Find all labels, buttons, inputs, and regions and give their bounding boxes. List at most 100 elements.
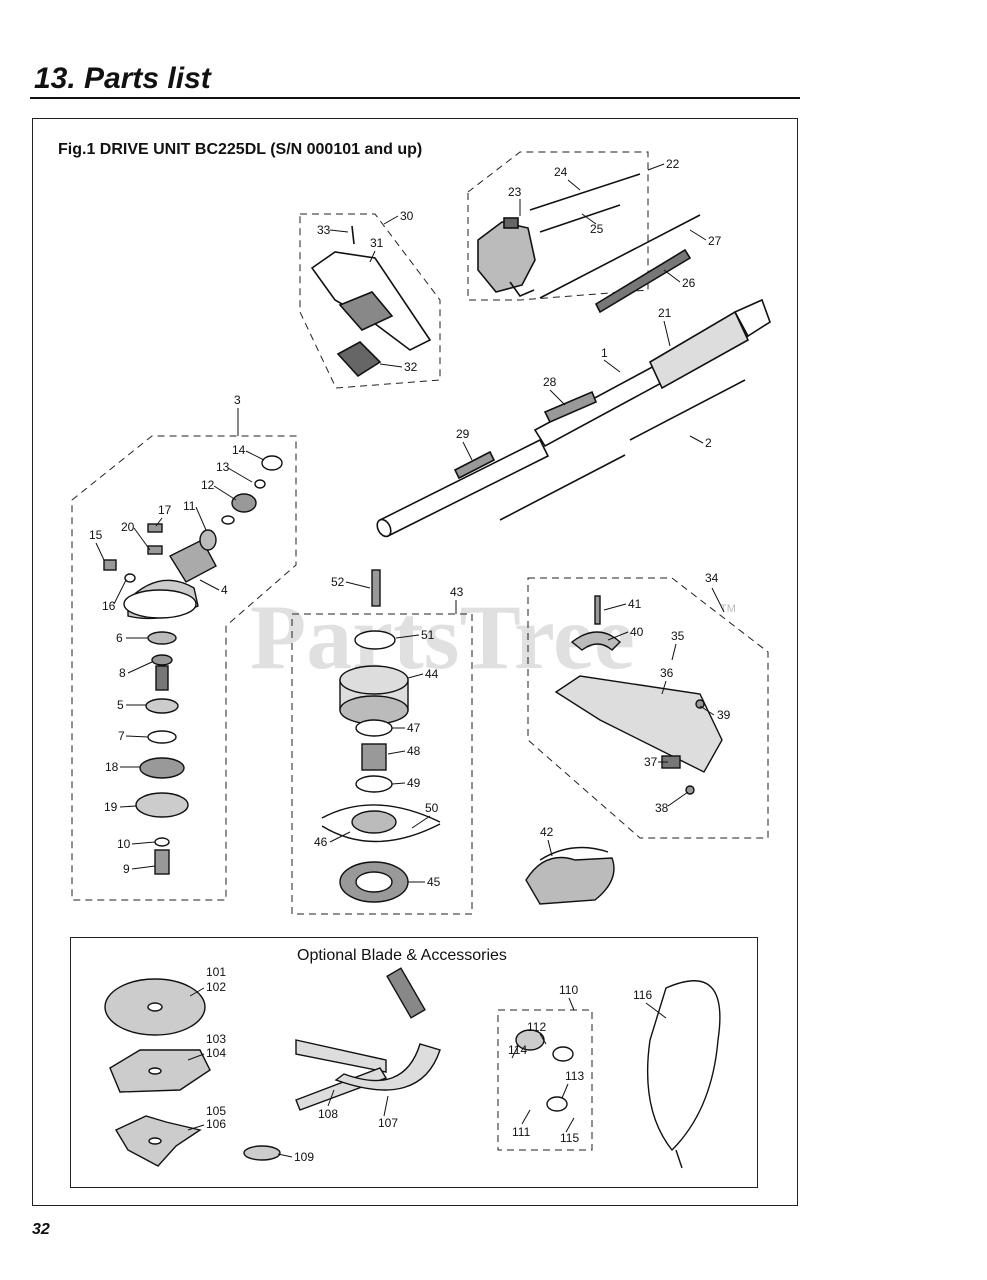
callout-43: 43 [450,585,464,599]
callout-12: 12 [201,478,215,492]
callout-34: 34 [705,571,719,585]
loop-handle [310,225,432,378]
drive-shaft-upper [629,379,746,441]
callout-14: 14 [232,443,246,457]
callout-101: 101 [206,965,226,979]
callout-27: 27 [708,234,722,248]
callout-102: 102 [206,980,226,994]
callout-51: 51 [421,628,435,642]
cable-24 [529,173,641,211]
throttle-lever [477,217,536,297]
cable-27 [539,214,701,299]
callout-104: 104 [206,1046,226,1060]
callout-24: 24 [554,165,568,179]
callout-20: 20 [121,520,135,534]
callout-25: 25 [590,222,604,236]
callout-114: 114 [508,1043,527,1057]
callout-45: 45 [427,875,441,889]
callout-106: 106 [206,1117,226,1131]
callout-107: 107 [378,1116,398,1130]
callout-29: 29 [456,427,470,441]
callout-3: 3 [234,393,241,407]
callout-31: 31 [370,236,384,250]
callout-37: 37 [644,755,658,769]
callout-19: 19 [104,800,118,814]
lower-pipe [378,438,550,538]
callout-50: 50 [425,801,439,815]
guard-group [525,595,723,905]
callout-35: 35 [671,629,685,643]
adapter-group-outline [497,1009,593,1151]
callout-22: 22 [666,157,680,171]
callout-48: 48 [407,744,421,758]
guard-group-outline [527,577,769,839]
callout-113: 113 [565,1069,584,1083]
page-number: 32 [32,1221,50,1238]
callout-49: 49 [407,776,421,790]
callout-38: 38 [655,801,669,815]
callout-33: 33 [317,223,331,237]
callout-9: 9 [123,862,130,876]
handle-group-outline [299,213,441,389]
callout-1: 1 [601,346,608,360]
page-title: 13. Parts list [34,62,211,95]
callout-39: 39 [717,708,731,722]
callout-44: 44 [425,667,439,681]
callout-5: 5 [117,698,124,712]
callout-110: 110 [559,983,578,997]
callout-21: 21 [658,306,672,320]
grip [648,310,750,390]
watermark: PartsTree [250,586,635,688]
throttle-group-outline [467,151,649,301]
callout-10: 10 [117,837,131,851]
gear-case-group-outline [71,435,297,901]
callout-8: 8 [119,666,126,680]
callout-116: 116 [633,988,652,1002]
callout-23: 23 [508,185,522,199]
callout-47: 47 [407,721,421,735]
callout-46: 46 [314,835,328,849]
clamp-29 [453,450,496,480]
shaft-assembly [376,173,771,538]
callout-32: 32 [404,360,418,374]
callout-42: 42 [540,825,554,839]
accessories-drawings [104,967,721,1169]
callout-40: 40 [630,625,644,639]
lower-pipe-end [376,518,392,538]
grip-end [733,298,771,338]
title-rule [30,97,800,99]
callout-108: 108 [318,1107,338,1121]
callout-30: 30 [400,209,414,223]
callout-18: 18 [105,760,119,774]
callout-41: 41 [628,597,642,611]
gear-case-stack [103,455,283,875]
callout-7: 7 [118,729,125,743]
callout-52: 52 [331,575,345,589]
nylon-head-stack [321,569,441,903]
callout-103: 103 [206,1032,226,1046]
callout-109: 109 [294,1150,314,1164]
cable-25 [539,204,621,233]
callout-6: 6 [116,631,123,645]
callout-28: 28 [543,375,557,389]
flex-shaft-26 [594,248,692,314]
callout-16: 16 [102,599,116,613]
nylon-head-group-outline [291,613,473,915]
callout-105: 105 [206,1104,226,1118]
callout-2: 2 [705,436,712,450]
figure-frame [32,118,798,1206]
callout-11: 11 [183,499,196,513]
callout-26: 26 [682,276,696,290]
accessories-box [70,937,758,1188]
callout-15: 15 [89,528,103,542]
figure-caption: Fig.1 DRIVE UNIT BC225DL (S/N 000101 and… [58,141,423,158]
callout-111: 111 [512,1125,531,1139]
drive-shaft-lower [499,454,626,521]
callout-17: 17 [158,503,172,517]
callout-4: 4 [221,583,228,597]
callout-36: 36 [660,666,674,680]
callout-13: 13 [216,460,230,474]
accessories-title: Optional Blade & Accessories [297,947,507,964]
leader-lines [95,163,725,1158]
